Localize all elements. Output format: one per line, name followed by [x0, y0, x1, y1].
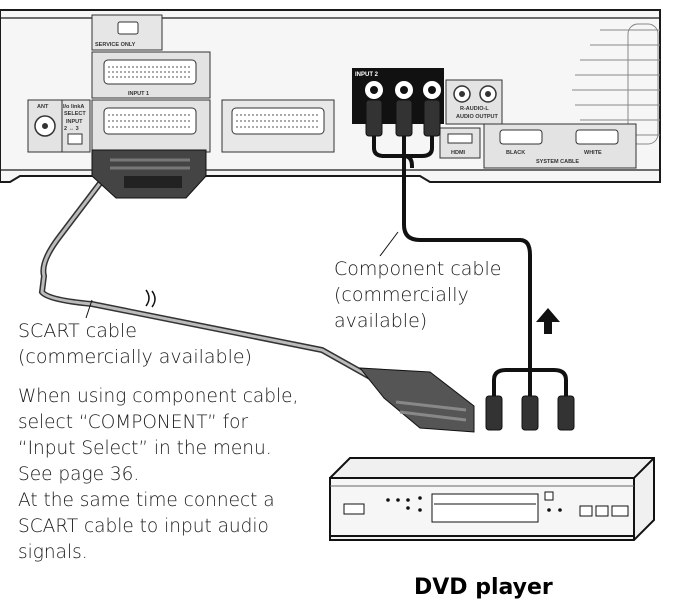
usage-note-line-6: SCART cable to input audio [18, 516, 269, 537]
ant-label: ANT [37, 104, 49, 110]
usage-note-line-2: select “COMPONENT” for [18, 412, 249, 433]
io-link-select: I/o linkA SELECT INPUT 2 ↔ 3 [61, 99, 91, 153]
input-23-label: INPUT [66, 119, 83, 125]
ant-block: ANT [27, 99, 63, 153]
hdmi-label: HDMI [451, 150, 466, 156]
component-cable-label: Component cable (commercially available) [334, 256, 501, 334]
scart-input-3 [221, 99, 335, 153]
component-cable-line-3: available) [334, 310, 428, 332]
io-link-label: I/o linkA [63, 104, 84, 110]
scart-cable-label: SCART cable (commercially available) [18, 318, 252, 370]
system-cable-ports: BLACK WHITE SYSTEM CABLE [483, 123, 637, 169]
hdmi-port: HDMI [439, 127, 481, 159]
scart-cable [38, 149, 475, 433]
scart-plug-dvd [358, 367, 475, 433]
input-23-b-label: 2 ↔ 3 [64, 126, 79, 132]
service-only-label: SERVICE ONLY [95, 42, 136, 48]
scart-cable-line-2: (commercially available) [18, 346, 252, 368]
input1-block: INPUT 1 [91, 51, 211, 99]
usage-note: When using component cable, select “COMP… [18, 384, 298, 566]
usage-note-line-7: signals. [18, 542, 88, 563]
usage-note-line-4: See page 36. [18, 464, 140, 485]
component-cable-line-2: (commercially [334, 284, 469, 306]
system-cable-label: SYSTEM CABLE [536, 159, 579, 165]
component-cable [365, 99, 575, 431]
usage-note-line-3: “Input Select” in the menu. [18, 438, 272, 459]
r-audio-l-label: R-AUDIO-L [460, 106, 489, 112]
component-cable-line-1: Component cable [334, 258, 502, 280]
input1-label: INPUT 1 [128, 91, 149, 97]
black-label: BLACK [506, 150, 525, 156]
usage-note-line-1: When using component cable, [18, 386, 299, 407]
select-label: SELECT [64, 111, 86, 117]
audio-output-label: AUDIO OUTPUT [456, 114, 499, 120]
dvd-player-label: DVD player [414, 575, 553, 600]
input2-label: INPUT 2 [355, 72, 379, 78]
scart-cable-line-1: SCART cable [18, 320, 137, 342]
audio-output-jacks: R-AUDIO-L AUDIO OUTPUT [445, 79, 503, 125]
white-label: WHITE [584, 150, 602, 156]
service-port: SERVICE ONLY [91, 14, 163, 51]
scart-input-2 [91, 99, 211, 153]
tv-rear-panel: SERVICE ONLY INPUT 1 ANT I/o linkA SELEC… [0, 9, 661, 183]
usage-note-line-5: At the same time connect a [18, 490, 275, 511]
dvd-player-device [329, 457, 655, 541]
component-plugs-dvd [485, 395, 575, 431]
scart-plug-tv [91, 149, 207, 199]
vent-grille [572, 23, 660, 145]
up-arrow-icon [536, 308, 560, 334]
component-plugs-tv [365, 99, 441, 137]
